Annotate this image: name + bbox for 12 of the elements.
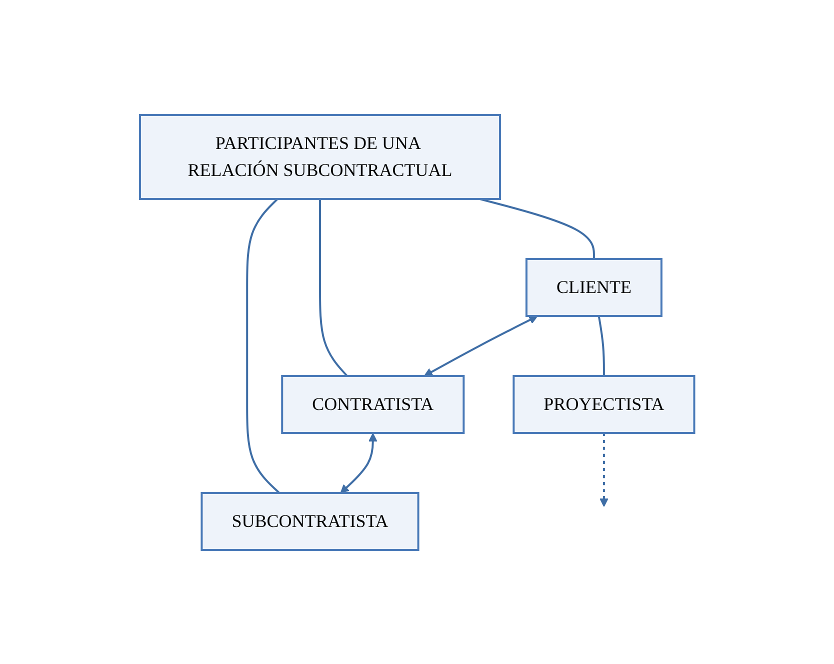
node-box: PROYECTISTA [512,374,696,434]
arrow [340,432,378,493]
node-box: CLIENTE [525,258,662,316]
arrow [424,315,538,376]
connector [479,198,595,258]
node-box: PARTICIPANTES DE UNA RELACIÓN SUBCONTRACTUAL [138,114,501,200]
node-box: CONTRATISTA [280,374,465,434]
connector [598,315,605,376]
connector [246,198,280,494]
connector [318,198,348,376]
node-box: SUBCONTRATISTA [200,492,420,550]
arrow [599,432,608,506]
